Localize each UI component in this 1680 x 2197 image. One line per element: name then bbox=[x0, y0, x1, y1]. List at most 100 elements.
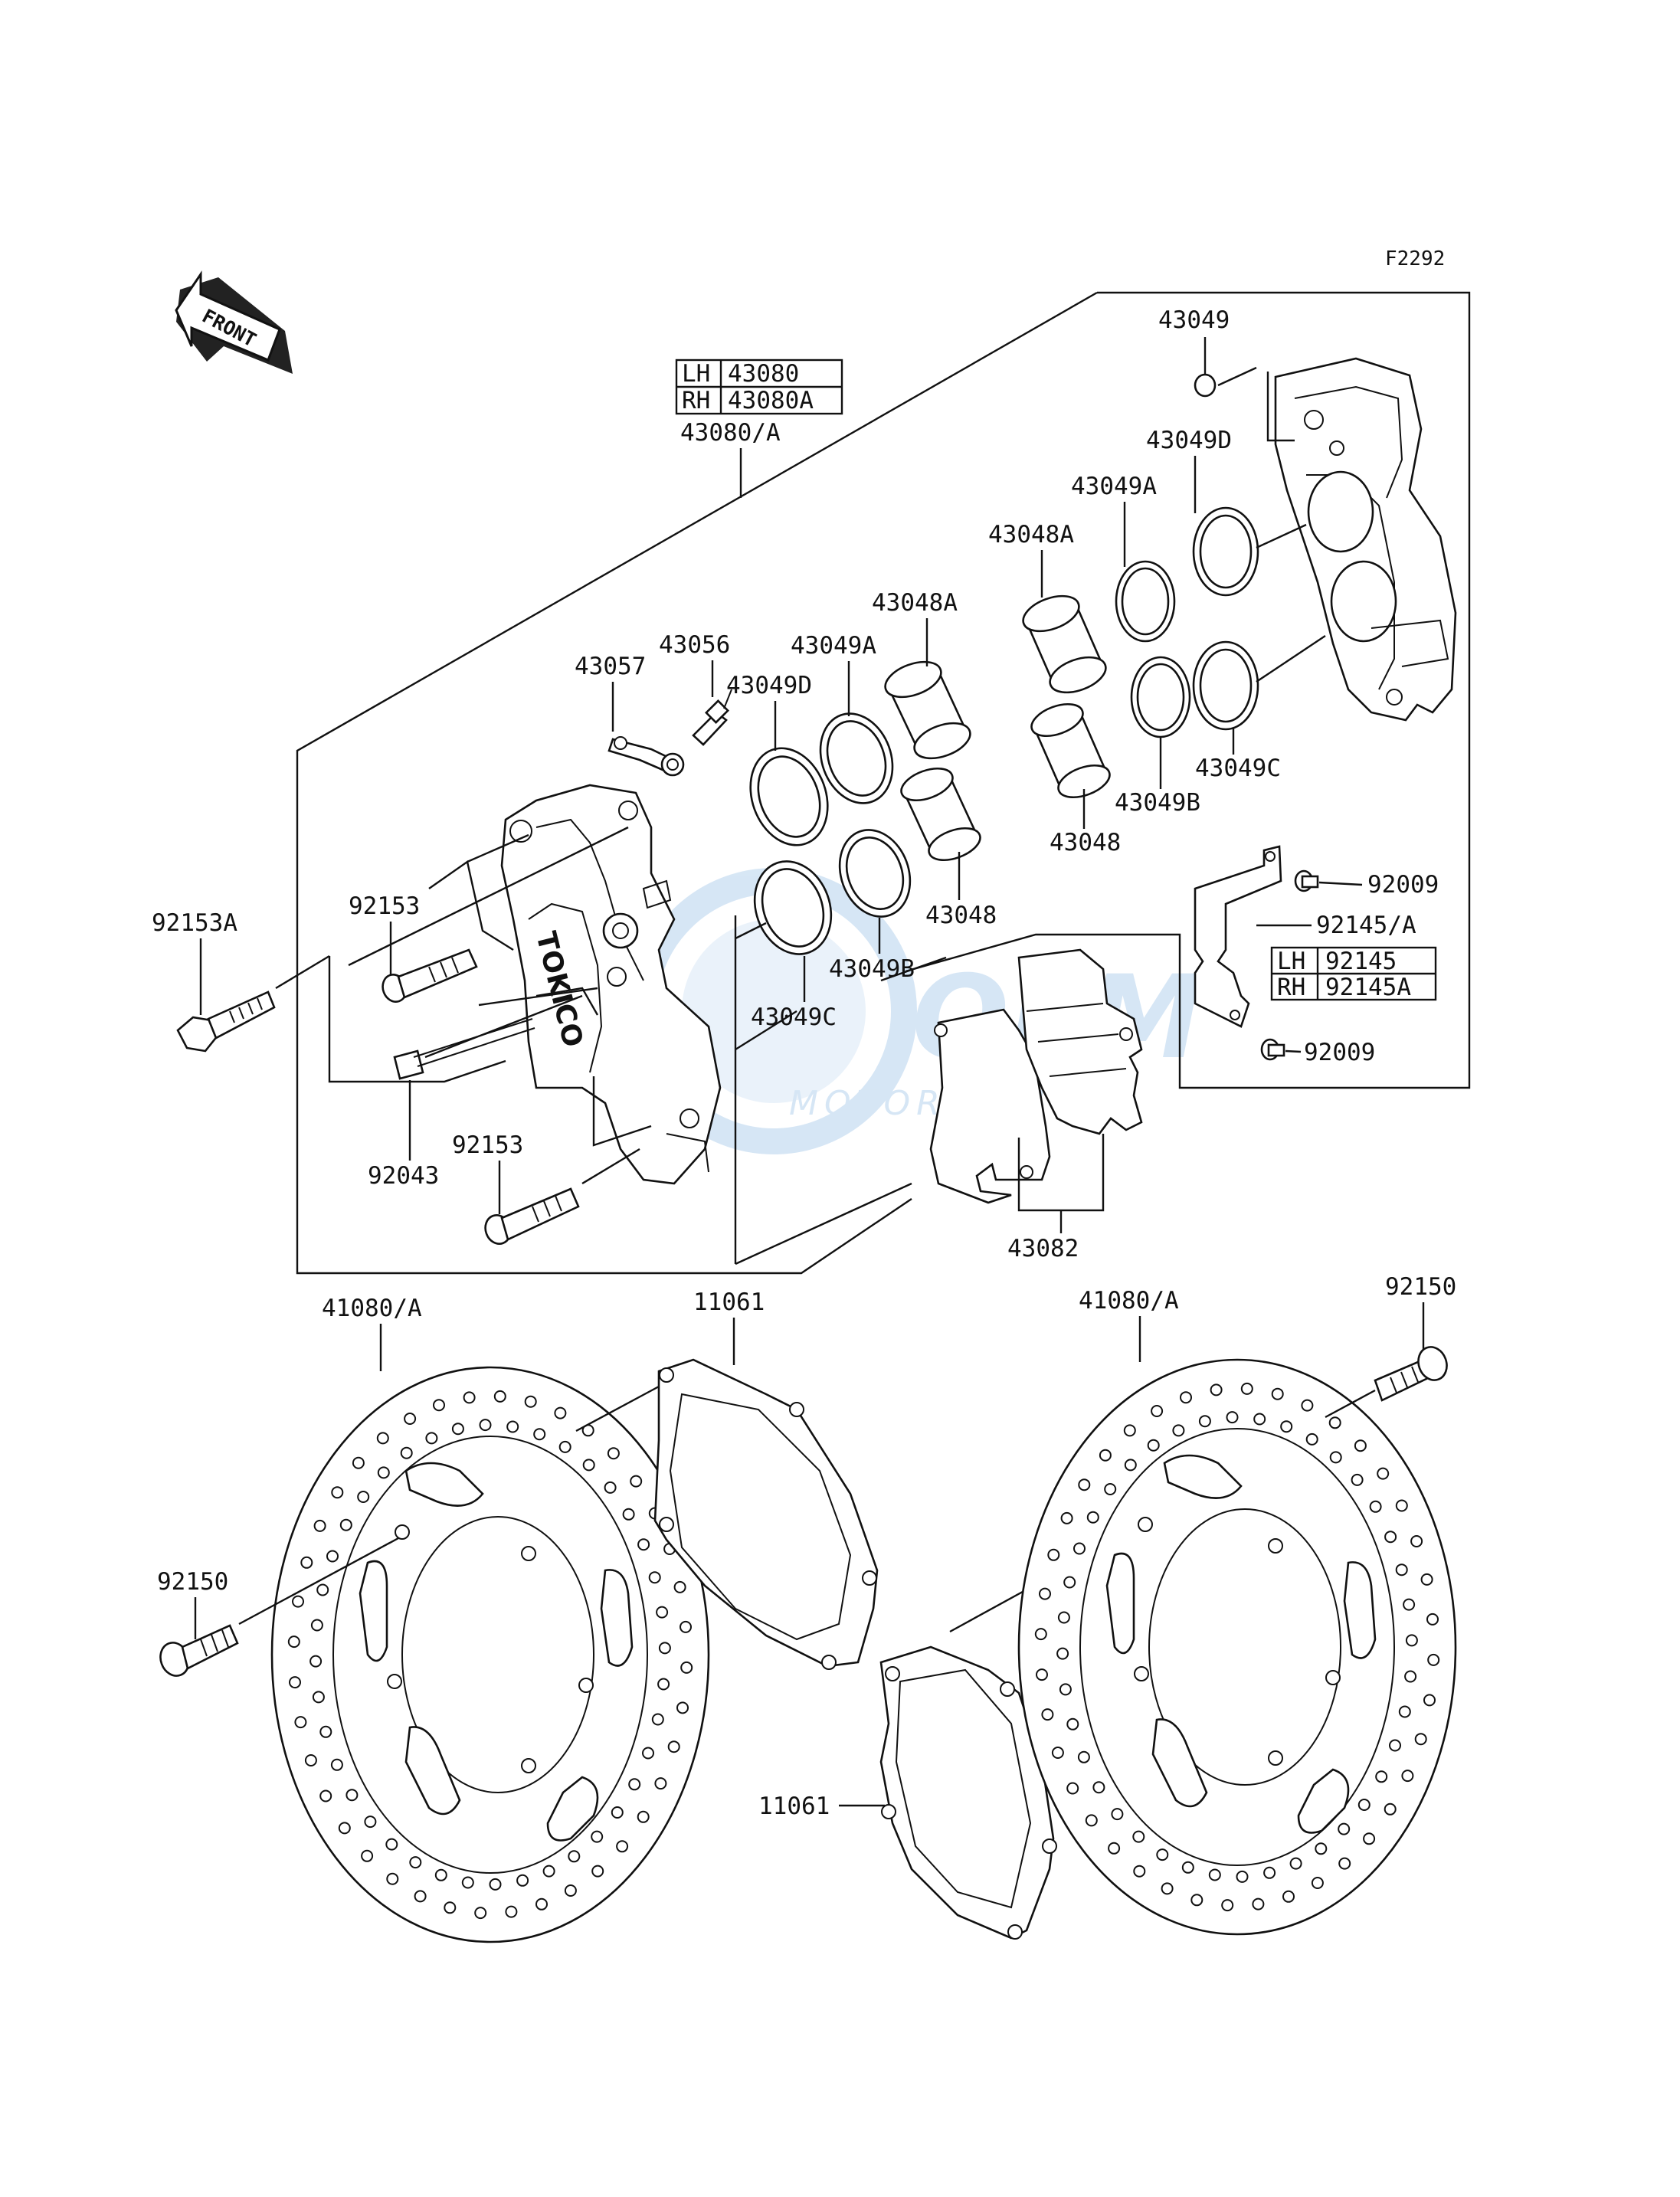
disc-vent-hole bbox=[591, 1865, 604, 1878]
disc-vent-hole bbox=[1156, 1848, 1169, 1861]
disc-vent-hole bbox=[1240, 1382, 1253, 1395]
disc-vent-hole bbox=[1426, 1613, 1439, 1626]
disc-vent-hole bbox=[316, 1583, 329, 1596]
front-arrow-icon: FRONT bbox=[175, 270, 293, 374]
disc-vent-hole bbox=[611, 1806, 624, 1819]
label-43049b-right: 43049B bbox=[1115, 789, 1200, 817]
right-caliper-half bbox=[1274, 357, 1457, 722]
disc-vent-hole bbox=[680, 1661, 693, 1674]
disc-vent-hole bbox=[463, 1391, 476, 1404]
disc-vent-hole bbox=[1405, 1634, 1418, 1647]
disc-vent-hole bbox=[312, 1691, 325, 1704]
label-92153-top: 92153 bbox=[349, 892, 420, 920]
disc-vent-hole bbox=[1051, 1747, 1064, 1759]
disc-vent-hole bbox=[287, 1635, 300, 1649]
bracket-rh-part: 92145A bbox=[1325, 974, 1411, 1001]
disc-vent-hole bbox=[313, 1519, 326, 1532]
disc-vent-hole bbox=[1190, 1894, 1204, 1907]
label-92153-bottom: 92153 bbox=[452, 1131, 523, 1159]
disc-vent-hole bbox=[1172, 1424, 1185, 1437]
disc-vent-hole bbox=[319, 1789, 332, 1802]
disc-vent-hole bbox=[479, 1419, 492, 1432]
disc-vent-hole bbox=[1111, 1808, 1124, 1821]
part-43049-seal bbox=[1194, 373, 1217, 398]
disc-vent-hole bbox=[1092, 1781, 1105, 1794]
disc-vent-hole bbox=[385, 1838, 398, 1851]
disc-vent-hole bbox=[461, 1876, 474, 1889]
part-43057-fitting bbox=[607, 736, 685, 777]
disc-vent-hole bbox=[1253, 1413, 1266, 1426]
label-41080a-right: 41080/A bbox=[1079, 1287, 1179, 1315]
disc-vent-hole bbox=[1427, 1653, 1440, 1666]
disc-vent-hole bbox=[582, 1459, 595, 1472]
disc-vent-hole bbox=[1077, 1750, 1090, 1763]
disc-vent-hole bbox=[1289, 1857, 1302, 1870]
label-43049c-right: 43049C bbox=[1195, 755, 1281, 782]
part-43049a-right-seal bbox=[1115, 560, 1176, 643]
disc-vent-hole bbox=[1180, 1391, 1192, 1404]
disc-vent-hole bbox=[444, 1901, 457, 1914]
part-41080a-right-brake-disc bbox=[1017, 1358, 1457, 1936]
disc-vent-hole bbox=[474, 1907, 487, 1920]
disc-vent-hole bbox=[1123, 1424, 1136, 1437]
disc-vent-hole bbox=[489, 1878, 502, 1891]
disc-vent-hole bbox=[604, 1481, 617, 1494]
disc-vent-hole bbox=[326, 1550, 339, 1563]
disc-vent-hole bbox=[607, 1447, 620, 1460]
disc-vent-hole bbox=[680, 1620, 692, 1633]
part-43049b-right-seal bbox=[1130, 656, 1191, 738]
disc-vent-hole bbox=[1124, 1459, 1137, 1472]
part-92150-left-bolt bbox=[159, 1624, 239, 1677]
disc-vent-hole bbox=[425, 1432, 438, 1445]
label-92009-top: 92009 bbox=[1367, 871, 1439, 899]
disc-vent-hole bbox=[1377, 1467, 1390, 1480]
disc-vent-hole bbox=[386, 1872, 399, 1885]
part-43049d-right-seal bbox=[1192, 506, 1259, 597]
disc-vent-hole bbox=[1384, 1531, 1397, 1544]
caliper-rh-part: 43080A bbox=[728, 387, 814, 414]
disc-vent-hole bbox=[361, 1849, 374, 1862]
part-92009-top-screw bbox=[1294, 869, 1319, 892]
disc-vent-hole bbox=[377, 1466, 390, 1479]
disc-vent-hole bbox=[309, 1655, 323, 1668]
part-92009-bottom-screw bbox=[1260, 1038, 1285, 1061]
disc-vent-hole bbox=[1132, 1830, 1145, 1843]
disc-vent-hole bbox=[1410, 1535, 1423, 1547]
disc-vent-hole bbox=[1066, 1782, 1079, 1795]
disc-vent-hole bbox=[535, 1897, 548, 1911]
disc-vent-hole bbox=[1133, 1865, 1146, 1878]
part-43082-brake-pads bbox=[929, 948, 1143, 1204]
disc-vent-hole bbox=[1329, 1451, 1342, 1464]
disc-vent-hole bbox=[628, 1778, 641, 1791]
label-caliper-assembly: 43080/A bbox=[680, 419, 781, 447]
label-92043: 92043 bbox=[368, 1162, 439, 1190]
disc-vent-hole bbox=[1315, 1842, 1328, 1855]
label-11061-top: 11061 bbox=[693, 1288, 765, 1316]
disc-vent-hole bbox=[1311, 1877, 1324, 1889]
part-92150-right-bolt bbox=[1374, 1346, 1448, 1402]
label-41080a-left: 41080/A bbox=[322, 1295, 422, 1322]
disc-vent-hole bbox=[1221, 1899, 1234, 1912]
disc-vent-hole bbox=[1280, 1420, 1293, 1433]
caliper-assembly-outline bbox=[296, 291, 1098, 1275]
disc-vent-hole bbox=[656, 1606, 669, 1619]
disc-vent-hole bbox=[637, 1810, 650, 1823]
label-43049a-left: 43049A bbox=[791, 632, 876, 660]
label-43049d-left: 43049D bbox=[726, 672, 812, 699]
disc-vent-hole bbox=[506, 1420, 519, 1433]
part-43049a-left-seal bbox=[819, 712, 894, 804]
disc-vent-hole bbox=[658, 1642, 671, 1655]
disc-vent-hole bbox=[1073, 1542, 1086, 1555]
part-43048a-left-piston bbox=[884, 660, 971, 760]
label-43057: 43057 bbox=[575, 653, 646, 680]
disc-vent-hole bbox=[433, 1399, 445, 1412]
part-43048a-right-piston bbox=[1022, 594, 1107, 694]
disc-vent-hole bbox=[1161, 1882, 1174, 1895]
disc-vent-hole bbox=[331, 1486, 344, 1499]
figure-code: F2292 bbox=[1385, 247, 1445, 270]
disc-vent-hole bbox=[1282, 1890, 1295, 1903]
disc-vent-hole bbox=[1338, 1857, 1351, 1870]
disc-vent-hole bbox=[1414, 1733, 1427, 1746]
disc-vent-hole bbox=[1403, 1598, 1416, 1611]
